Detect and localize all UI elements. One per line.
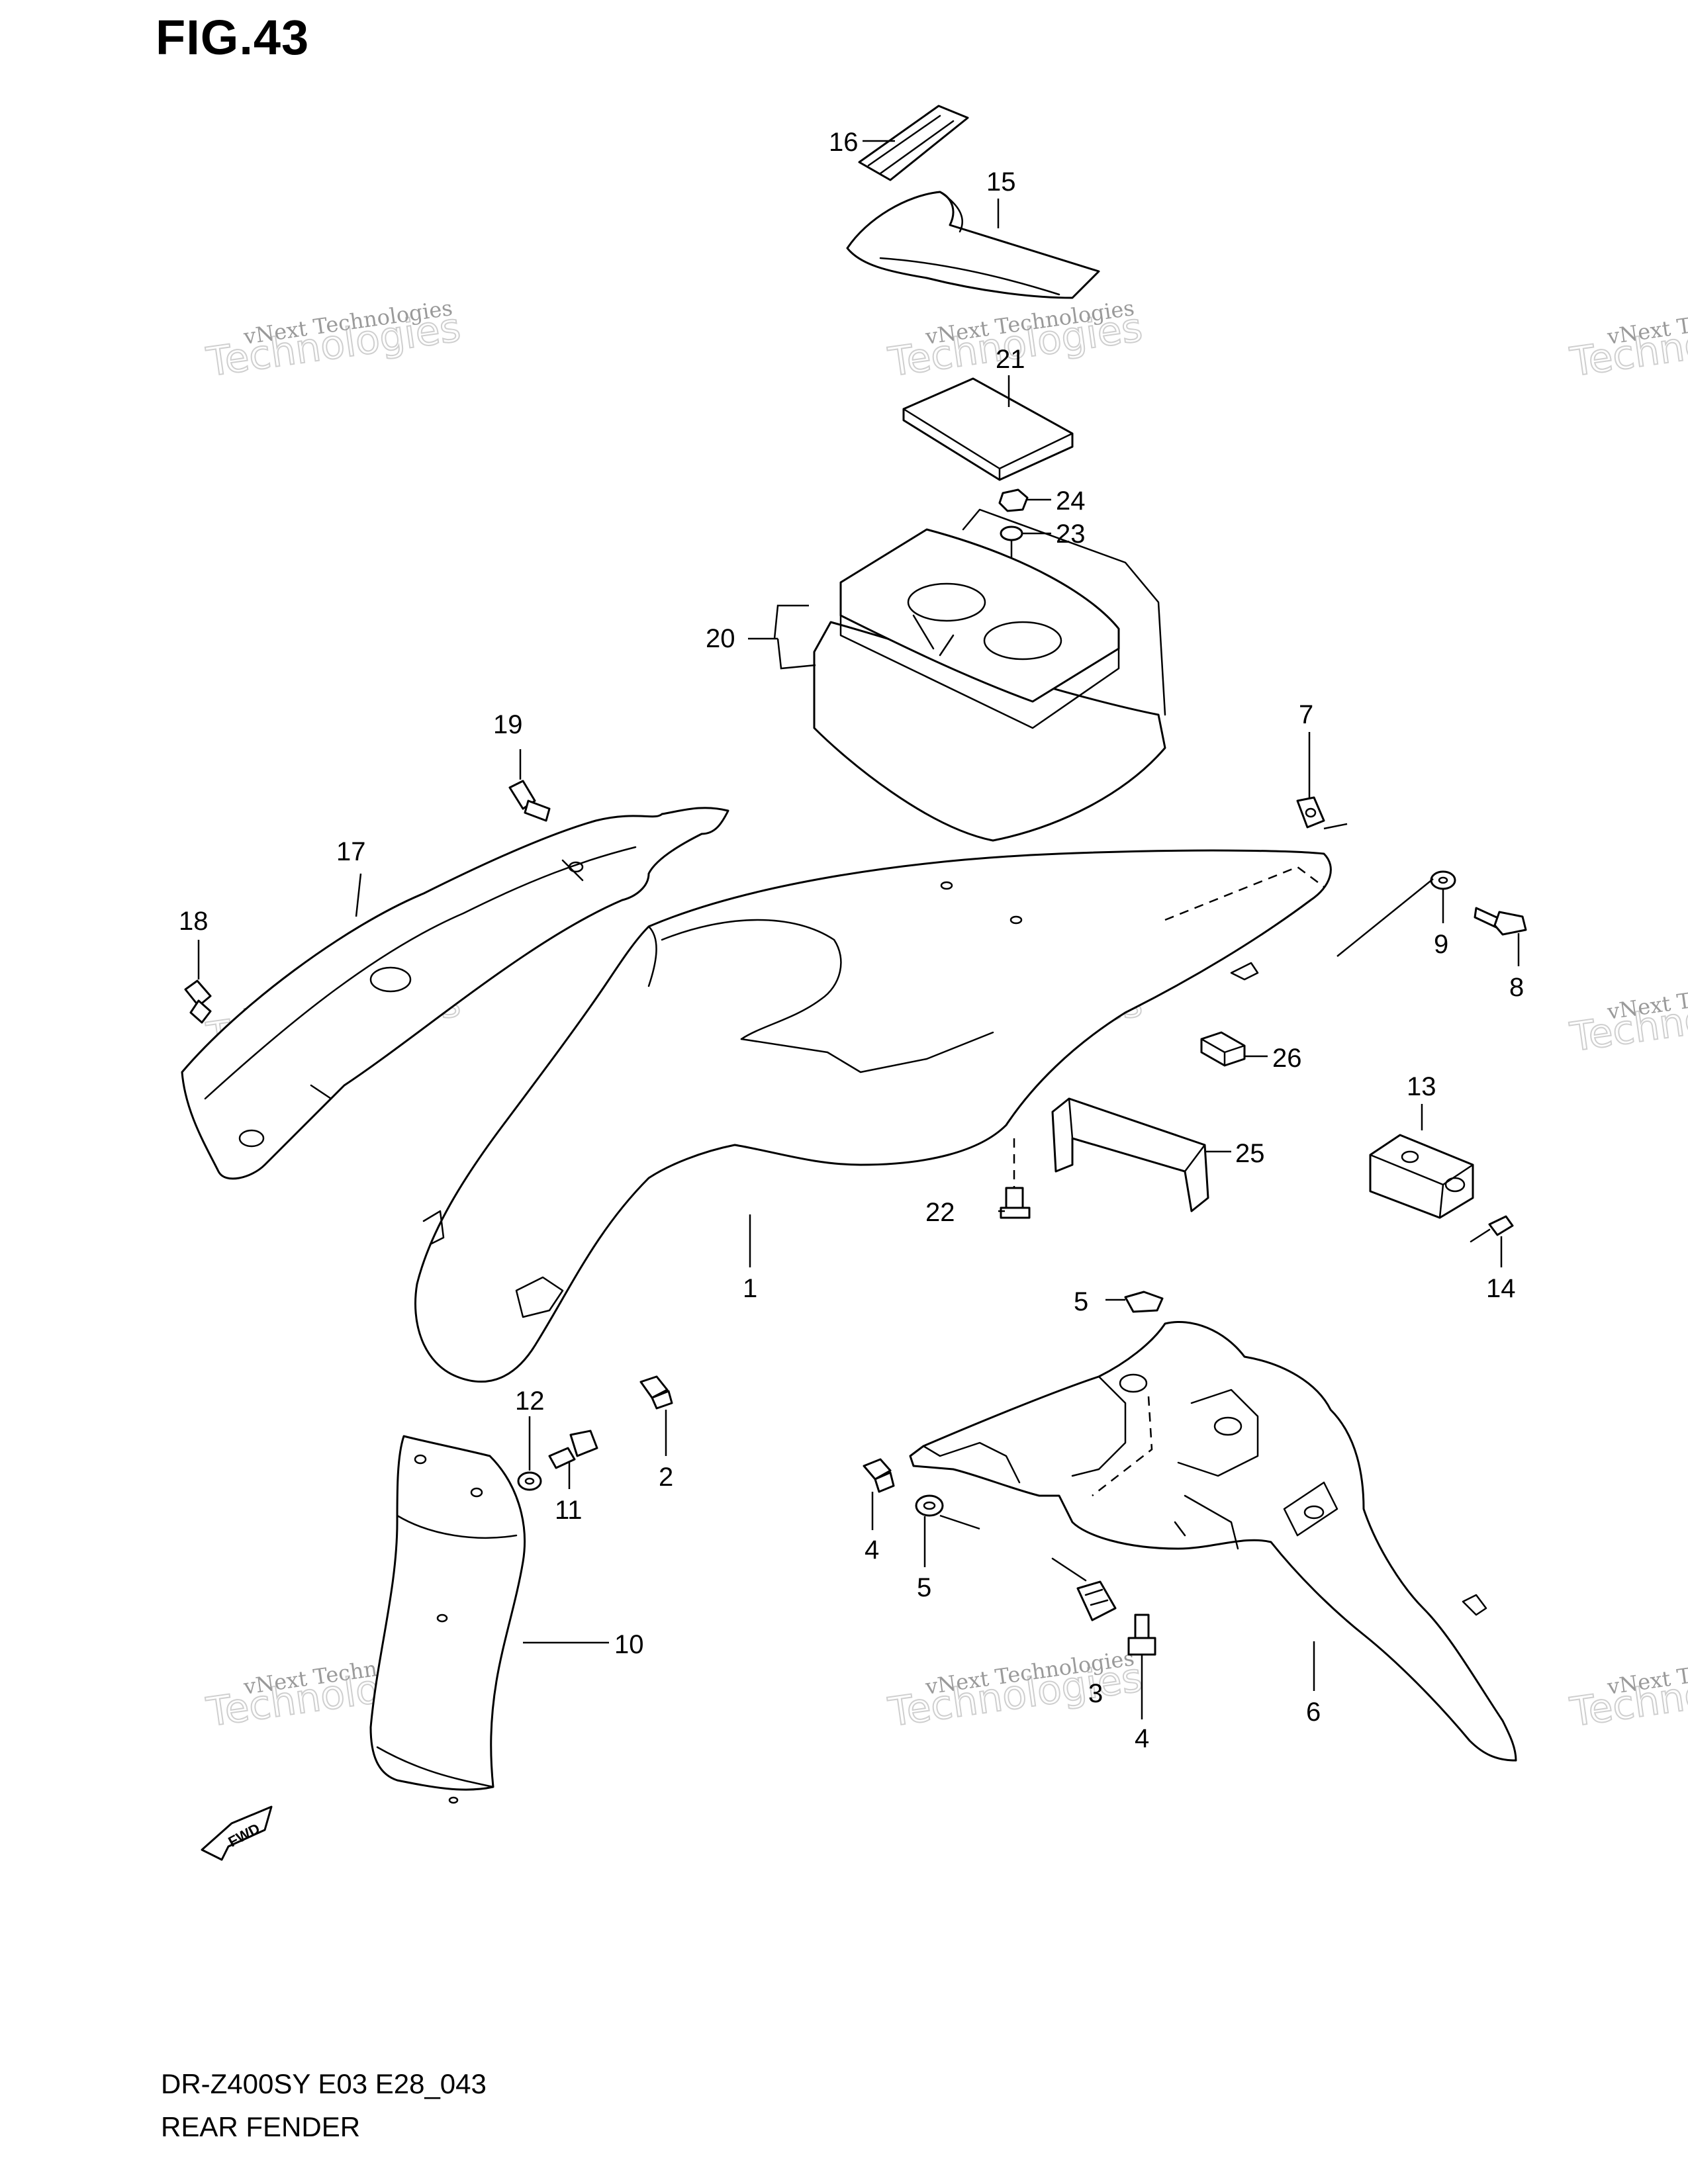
part-5-grommet-top (1105, 1291, 1164, 1313)
part-1-rear-fender (414, 849, 1332, 1383)
part-18-bolt (184, 979, 212, 1024)
callout-19: 19 (493, 710, 523, 739)
callout-23: 23 (1056, 520, 1086, 549)
callout-5-top: 5 (1074, 1287, 1088, 1316)
callout-labels: 16 15 21 24 23 20 7 9 8 19 17 18 26 25 2… (179, 128, 1524, 1753)
watermark-6: Technologies vNext Technologies (1567, 970, 1688, 1062)
callout-15: 15 (986, 167, 1016, 197)
callout-20: 20 (706, 624, 735, 653)
figure-title: FIG.43 (156, 10, 310, 65)
leader-lines (197, 140, 1520, 1719)
callout-8: 8 (1509, 973, 1524, 1002)
part-20-battery-holder (813, 508, 1166, 842)
callout-25: 25 (1235, 1139, 1265, 1168)
part-9-washer (1430, 870, 1456, 890)
part-5-grommet-left (915, 1494, 980, 1530)
callout-2: 2 (659, 1463, 673, 1492)
section-name: REAR FENDER (161, 2111, 361, 2142)
part-26-pad (1200, 1031, 1246, 1067)
part-14-screw (1470, 1215, 1514, 1243)
callout-14: 14 (1486, 1274, 1516, 1303)
callout-10: 10 (614, 1630, 644, 1659)
callout-4-left: 4 (865, 1535, 879, 1565)
part-25-strap (1051, 1097, 1209, 1212)
callout-5-left: 5 (917, 1573, 931, 1602)
part-21-pad (902, 377, 1074, 481)
callout-16: 16 (829, 128, 859, 157)
part-3-clip-nut (1051, 1557, 1117, 1621)
model-code: DR-Z400SY E03 E28_043 (161, 2068, 487, 2099)
watermark-9: Technologies vNext Technologies (1567, 1645, 1688, 1737)
callout-17: 17 (336, 837, 366, 866)
watermark-1: Technologies vNext Technologies (203, 295, 464, 387)
callout-3: 3 (1088, 1679, 1103, 1708)
part-10-mud-flap (369, 1435, 526, 1804)
part-15-tool-bag (846, 191, 1100, 299)
part-4-bolt-left (863, 1458, 895, 1493)
part-22-bolt (1000, 1138, 1031, 1219)
part-17-side-cover (181, 807, 729, 1180)
part-16-strap (858, 105, 969, 181)
callout-7: 7 (1299, 700, 1313, 729)
fwd-arrow-icon: FWD (201, 1805, 273, 1861)
watermark-3: Technologies vNext Technologies (1567, 295, 1688, 387)
part-4-bolt-bottom (1127, 1614, 1156, 1656)
watermark-8: Technologies vNext Technologies (885, 1645, 1146, 1737)
part-19-bolt (508, 780, 551, 822)
callout-13: 13 (1407, 1072, 1436, 1101)
part-7-clip (1296, 796, 1325, 829)
callout-22: 22 (925, 1198, 955, 1227)
callout-11: 11 (555, 1496, 583, 1525)
part-12-washer (517, 1471, 542, 1491)
part-8-bolt (1474, 907, 1527, 936)
callout-21: 21 (996, 345, 1025, 374)
part-11-bolt (548, 1430, 598, 1469)
callout-6: 6 (1306, 1698, 1321, 1727)
callout-18: 18 (179, 907, 209, 936)
callout-1: 1 (743, 1274, 757, 1303)
callout-9: 9 (1434, 930, 1448, 959)
callout-26: 26 (1272, 1044, 1302, 1073)
part-24-nut (998, 488, 1029, 512)
part-13-reflector (1369, 1134, 1474, 1219)
callout-12: 12 (515, 1387, 545, 1416)
callout-4-bottom: 4 (1135, 1724, 1149, 1753)
callout-24: 24 (1056, 486, 1086, 516)
part-6-fender-bracket (909, 1320, 1517, 1762)
part-2-bolt (639, 1375, 673, 1410)
